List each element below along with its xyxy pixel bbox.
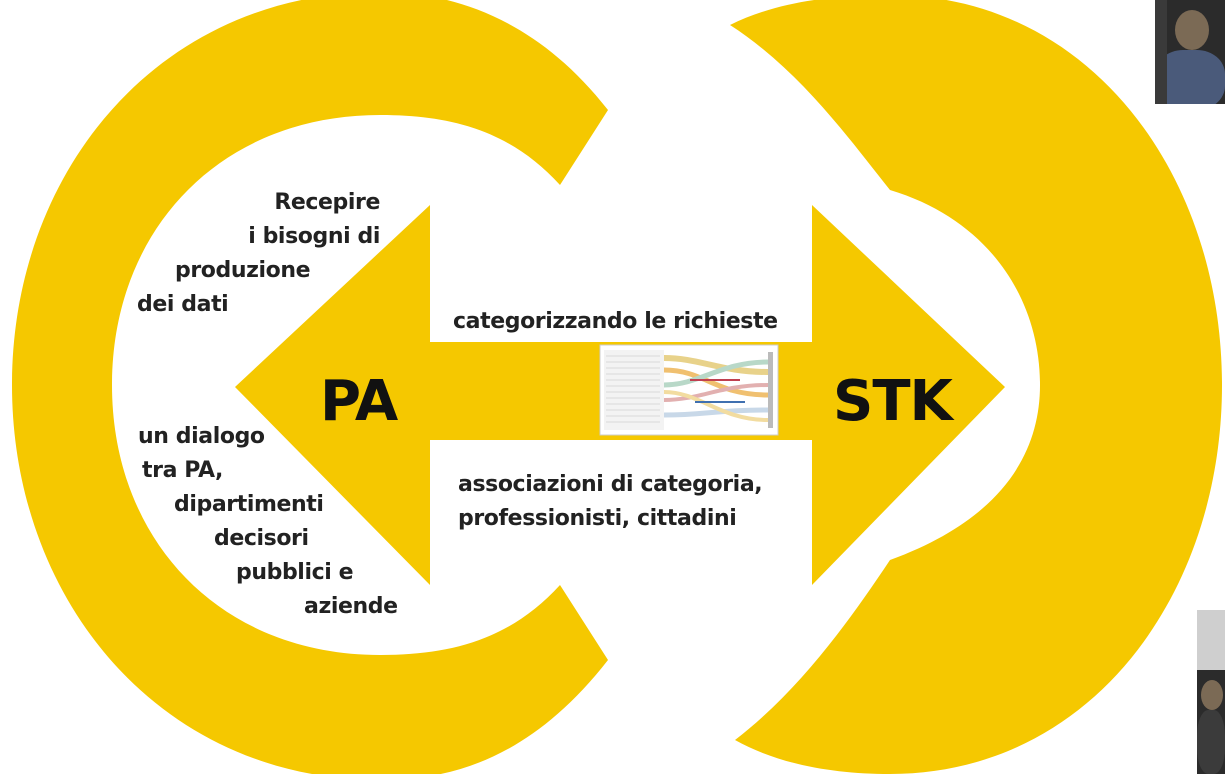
left-top-line-3: produzione: [175, 258, 311, 283]
right-ring: [730, 0, 1222, 774]
left-bottom-line-6: aziende: [304, 594, 398, 619]
left-top-line-4: dei dati: [137, 292, 229, 317]
left-bottom-text: un dialogo tra PA, dipartimenti decisori…: [138, 420, 403, 624]
participant-video-top[interactable]: [1155, 0, 1225, 104]
bottom-caption: associazioni di categoria, professionist…: [458, 468, 763, 536]
left-top-text: Recepire i bisogni di produzione dei dat…: [95, 186, 380, 322]
left-bottom-line-4: decisori: [214, 526, 309, 551]
stk-label: STK: [833, 369, 953, 434]
sankey-chart-thumbnail: [599, 344, 779, 436]
top-caption: categorizzando le richieste: [453, 309, 778, 334]
left-bottom-line-1: un dialogo: [138, 424, 265, 449]
left-ring: [12, 0, 608, 774]
left-bottom-line-3: dipartimenti: [174, 492, 324, 517]
left-top-line-1: Recepire: [274, 190, 380, 215]
bottom-caption-line-2: professionisti, cittadini: [458, 506, 737, 531]
left-top-line-2: i bisogni di: [248, 224, 380, 249]
left-bottom-line-5: pubblici e: [236, 560, 354, 585]
left-bottom-line-2: tra PA,: [142, 458, 223, 483]
pa-label: PA: [320, 369, 398, 434]
bottom-caption-line-1: associazioni di categoria,: [458, 472, 763, 497]
left-arrow: [235, 205, 640, 585]
participant-video-bottom[interactable]: [1197, 610, 1225, 774]
